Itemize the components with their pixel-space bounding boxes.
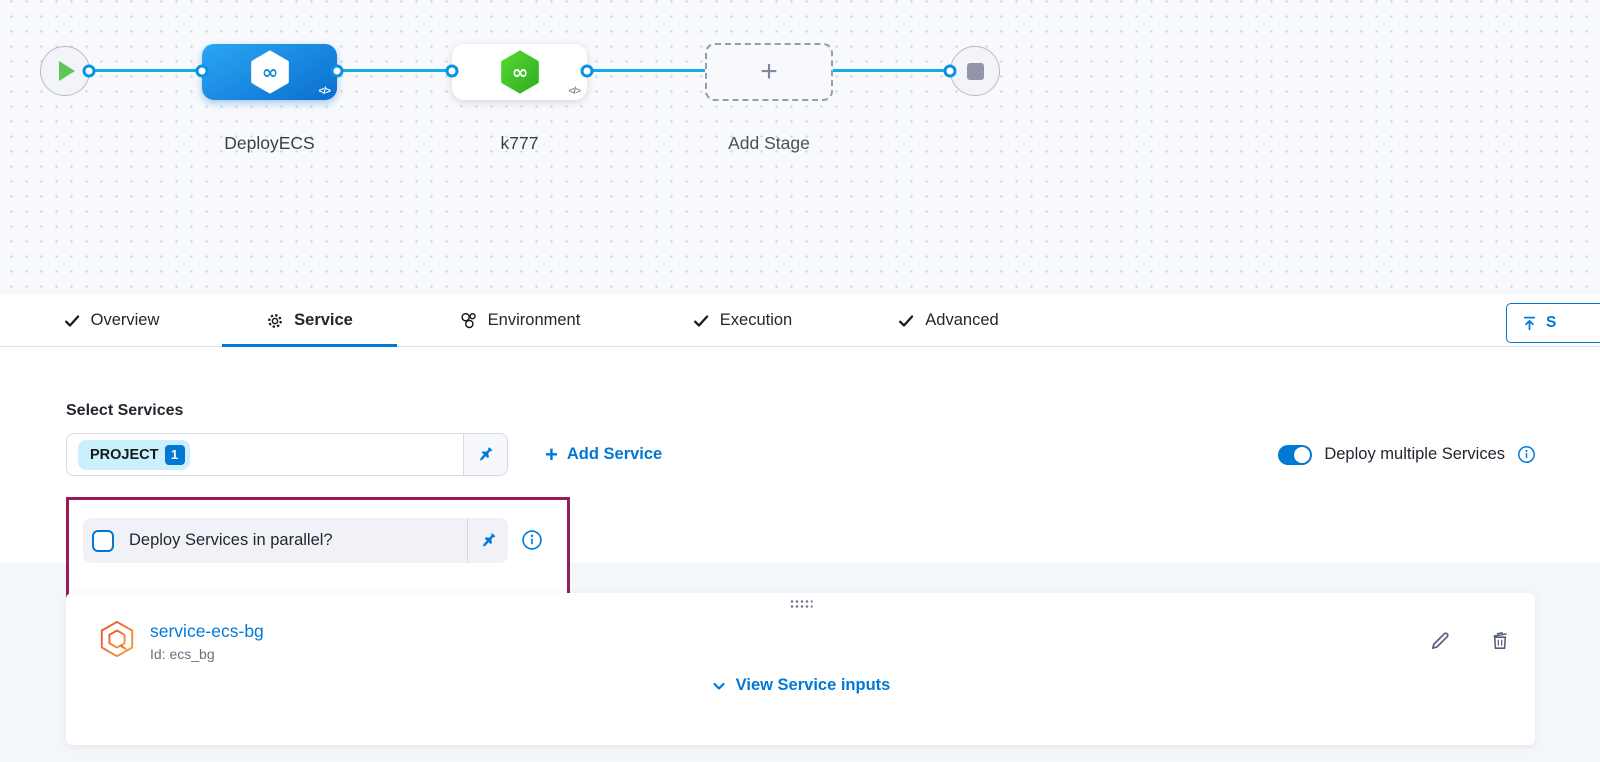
add-service-button[interactable]: + Add Service bbox=[545, 433, 662, 476]
harness-stage-icon: ∞ bbox=[250, 50, 289, 94]
deploy-multiple-label: Deploy multiple Services bbox=[1324, 445, 1505, 463]
harness-stage-icon-green: ∞ bbox=[500, 50, 539, 94]
add-stage-button[interactable]: + bbox=[705, 43, 833, 101]
info-icon[interactable] bbox=[521, 529, 543, 551]
service-id-text: Id: ecs_bg bbox=[150, 646, 215, 662]
info-icon[interactable] bbox=[1517, 445, 1536, 464]
view-inputs-label: View Service inputs bbox=[735, 676, 891, 694]
pipeline-end-node[interactable] bbox=[950, 46, 1000, 96]
pipeline-start-node[interactable] bbox=[40, 46, 90, 96]
svg-text:∞: ∞ bbox=[511, 61, 528, 84]
tab-label: Advanced bbox=[925, 311, 999, 329]
connector-dot[interactable] bbox=[943, 64, 957, 77]
pin-icon bbox=[482, 533, 495, 547]
pipeline-canvas[interactable]: ∞ </> ∞ </> + bbox=[0, 0, 1600, 295]
drag-handle-icon[interactable] bbox=[789, 599, 812, 609]
highlight-annotation-box: Deploy Services in parallel? bbox=[66, 497, 570, 601]
tab-label: Execution bbox=[719, 311, 793, 329]
connector-dot[interactable] bbox=[445, 64, 459, 77]
delete-trash-icon[interactable] bbox=[1488, 629, 1512, 653]
deploy-multiple-group: Deploy multiple Services bbox=[1278, 433, 1536, 476]
selected-service-chip[interactable]: PROJECT 1 bbox=[78, 439, 190, 470]
service-cube-icon bbox=[100, 621, 134, 658]
tab-label: Overview bbox=[90, 311, 160, 329]
tab-label: Service bbox=[294, 311, 353, 329]
service-name-link[interactable]: service-ecs-bg bbox=[150, 621, 264, 641]
tab-advanced[interactable]: Advanced bbox=[842, 295, 1054, 346]
check-icon bbox=[899, 314, 914, 327]
tab-service[interactable]: Service bbox=[222, 295, 397, 347]
gear-icon bbox=[268, 313, 283, 328]
connector-dot[interactable] bbox=[82, 64, 96, 77]
tab-execution[interactable]: Execution bbox=[642, 295, 842, 346]
edit-pencil-icon[interactable] bbox=[1428, 629, 1452, 653]
upload-icon bbox=[1523, 316, 1536, 330]
connector-dot[interactable] bbox=[580, 64, 594, 77]
toggle-knob bbox=[1294, 446, 1311, 463]
plus-icon: + bbox=[545, 441, 558, 467]
chip-label: PROJECT bbox=[90, 446, 159, 463]
connector-dot[interactable] bbox=[195, 64, 209, 77]
tab-overview[interactable]: Overview bbox=[0, 295, 222, 346]
stage-label-deployecs: DeployECS bbox=[224, 133, 315, 153]
deploy-parallel-field: Deploy Services in parallel? bbox=[83, 518, 508, 563]
stage-tabbar: Overview Service Environment Execution A… bbox=[0, 295, 1600, 347]
environment-icon bbox=[461, 312, 476, 329]
save-button[interactable]: S bbox=[1506, 303, 1600, 343]
add-service-label: Add Service bbox=[566, 445, 663, 463]
code-icon: </> bbox=[318, 86, 332, 97]
pin-input-type-button[interactable] bbox=[467, 518, 508, 563]
deploy-parallel-label: Deploy Services in parallel? bbox=[129, 531, 333, 549]
service-tab-panel: Select Services PROJECT 1 + Add Service … bbox=[0, 347, 1600, 762]
stage-label-k777: k777 bbox=[500, 133, 539, 153]
svg-text:∞: ∞ bbox=[261, 61, 278, 84]
chevron-down-icon bbox=[713, 682, 725, 690]
select-services-label: Select Services bbox=[66, 402, 184, 419]
select-services-input[interactable]: PROJECT 1 bbox=[66, 433, 508, 476]
save-button-label: S bbox=[1546, 314, 1557, 331]
connector-dot[interactable] bbox=[330, 64, 344, 77]
stage-node-deployecs[interactable]: ∞ </> bbox=[202, 44, 337, 100]
pin-icon bbox=[479, 447, 493, 461]
deploy-multiple-toggle[interactable] bbox=[1278, 444, 1313, 465]
view-service-inputs-button[interactable]: View Service inputs bbox=[66, 676, 1535, 695]
tab-label: Environment bbox=[487, 311, 581, 329]
plus-icon: + bbox=[760, 55, 778, 88]
tab-environment[interactable]: Environment bbox=[397, 295, 642, 346]
add-stage-label: Add Stage bbox=[728, 133, 810, 153]
chip-count-badge: 1 bbox=[164, 444, 185, 465]
deploy-parallel-checkbox[interactable] bbox=[92, 529, 114, 552]
code-icon: </> bbox=[568, 86, 582, 97]
pin-input-type-button[interactable] bbox=[463, 434, 507, 475]
check-icon bbox=[693, 314, 708, 327]
stop-icon bbox=[966, 62, 984, 80]
service-card: service-ecs-bg Id: ecs_bg View Service i… bbox=[66, 593, 1535, 745]
play-icon bbox=[59, 61, 75, 81]
stage-node-k777[interactable]: ∞ </> bbox=[452, 44, 587, 100]
check-icon bbox=[64, 314, 79, 327]
